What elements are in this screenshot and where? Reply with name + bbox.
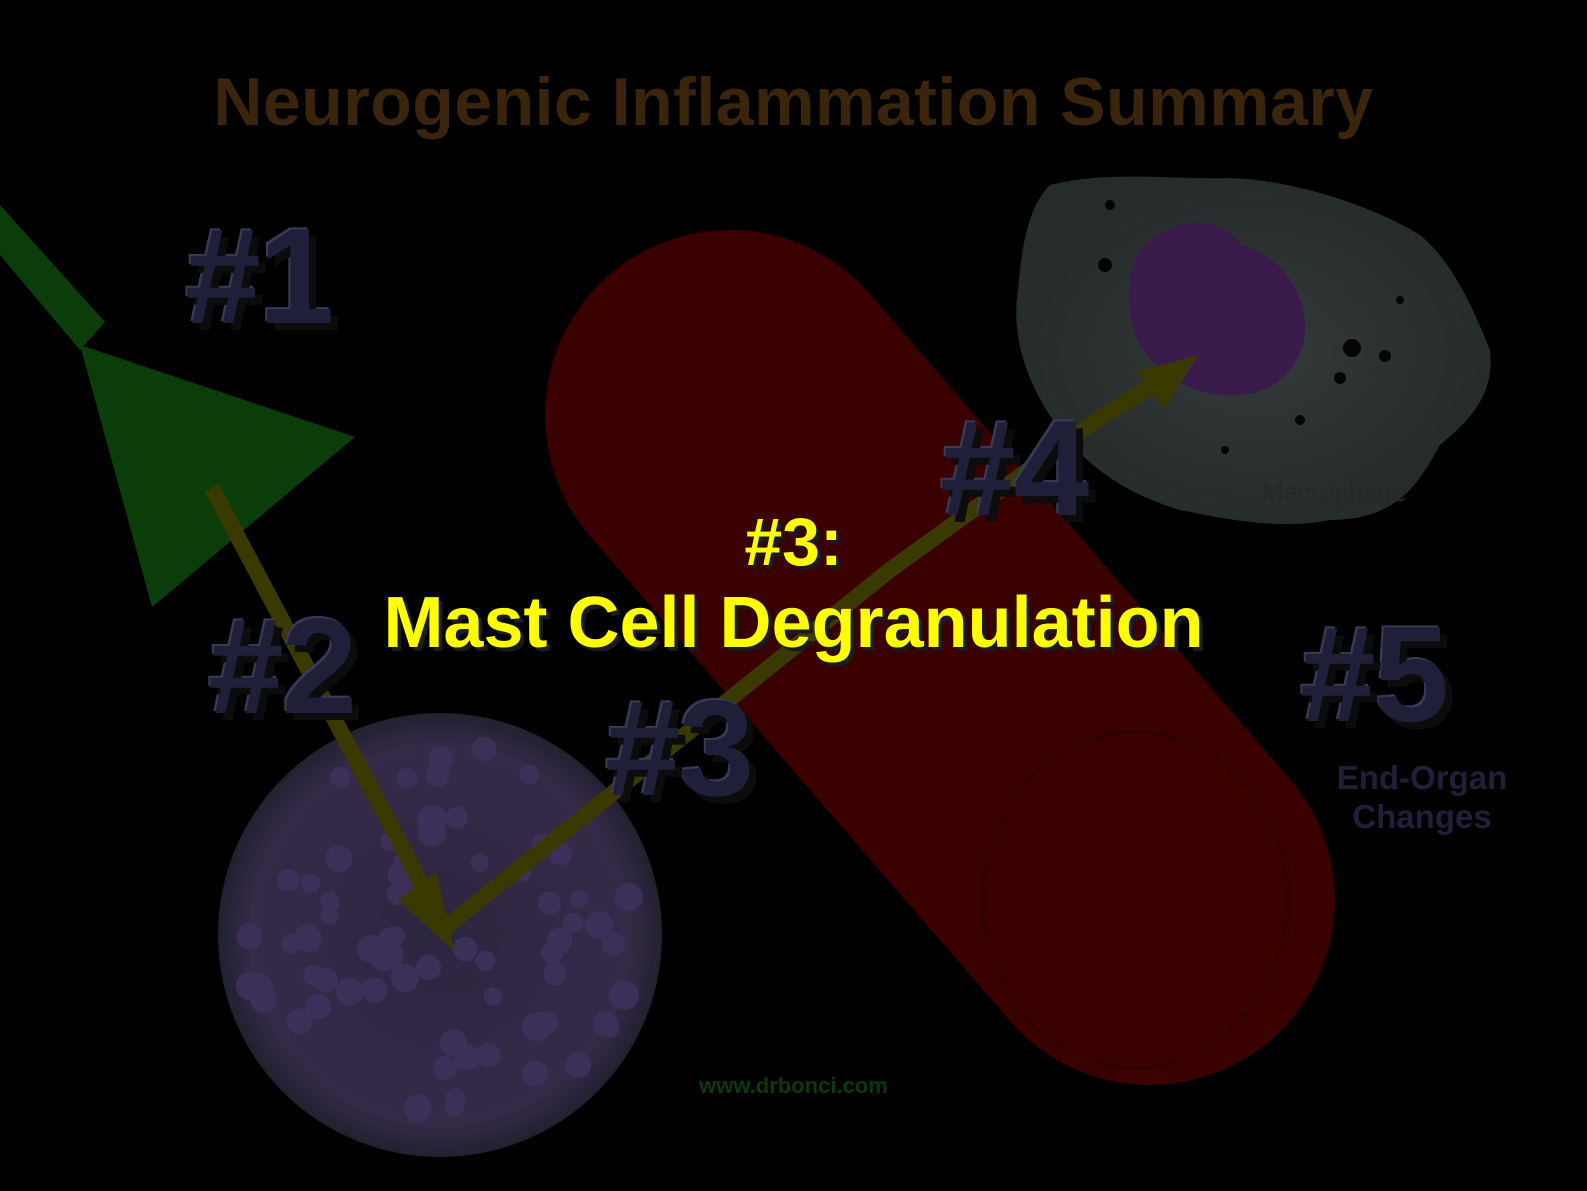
mast-cell-granule <box>300 873 321 894</box>
mast-cell-granule <box>602 932 626 956</box>
mast-cell-granule <box>361 977 388 1003</box>
vessel-body <box>545 230 1335 1085</box>
mast-cell-granule <box>286 1008 313 1035</box>
mast-cell-granule <box>475 950 496 972</box>
macrophage-nucleus <box>1128 223 1306 396</box>
mast-cell-granule <box>428 746 453 771</box>
neuron-axon <box>0 205 105 350</box>
mast-cell-granule <box>476 1042 501 1068</box>
step-4-label: #4 <box>940 392 1089 544</box>
macrophage <box>1016 176 1491 525</box>
mast-cell-granule <box>320 891 340 912</box>
mast-cell-granule <box>276 869 300 892</box>
mast-cell-granule <box>403 1094 432 1123</box>
mast-cell-granule <box>416 954 442 981</box>
macrophage-label: Macrophage <box>1262 477 1407 507</box>
mast-cell-granule <box>614 882 643 912</box>
footer-url: www.drbonci.com <box>699 1073 888 1098</box>
mast-cell-granule <box>417 804 447 834</box>
mast-cell-granule <box>236 923 263 950</box>
mast-cell-granule <box>521 1060 549 1088</box>
neuron-terminal <box>80 345 355 607</box>
mast-cell-granule <box>470 854 489 873</box>
mast-cell-granule <box>547 927 573 953</box>
signal-arrow <box>204 355 1198 952</box>
highlight-title: Mast Cell Degranulation <box>383 583 1204 663</box>
end-organ-line-1: End-Organ <box>1336 759 1508 796</box>
step-2-label: #2 <box>208 590 357 742</box>
mast-cell-granule <box>293 924 322 953</box>
mast-cell-granule <box>335 978 364 1006</box>
mast-cell-granule <box>330 766 351 788</box>
mast-cell-granule <box>390 963 420 993</box>
blood-vessel <box>545 230 1335 1085</box>
mast-cell-granule <box>433 1056 457 1081</box>
mast-cell-granule <box>569 889 588 909</box>
mast-cell-granule <box>562 912 584 934</box>
mast-cell-granule <box>472 736 497 762</box>
vessel-lumen <box>982 731 1288 1069</box>
mast-cell-granule <box>535 1011 559 1034</box>
mast-cell-granule <box>484 987 502 1006</box>
neuron <box>0 205 355 607</box>
mast-cell-granule <box>592 915 612 936</box>
mast-cell-granule <box>320 906 339 925</box>
mast-cell-granule <box>374 940 404 970</box>
step-3-label: #3 <box>605 672 754 824</box>
mast-cell-granules <box>235 736 643 1123</box>
mast-cell-granule <box>325 845 353 873</box>
mast-cell-granule <box>519 764 540 785</box>
step-5-label: #5 <box>1300 598 1449 750</box>
end-organ-line-2: Changes <box>1352 798 1492 835</box>
mast-cell-granule <box>537 891 562 915</box>
mast-cell-granule <box>453 937 478 962</box>
mast-cell-granule <box>598 1016 620 1038</box>
mast-cell-granule <box>445 806 469 829</box>
highlight-step: #3: <box>744 504 843 580</box>
mast-cell-granule <box>250 986 277 1013</box>
signal-arrow-head-up <box>1135 355 1198 408</box>
slide-title: Neurogenic Inflammation Summary <box>213 64 1374 140</box>
signal-arrow-path <box>204 371 1170 941</box>
end-organ-caption: End-Organ Changes <box>1322 758 1522 836</box>
mast-cell-granule <box>444 1097 465 1117</box>
step-1-label: #1 <box>185 200 334 352</box>
macrophage-vacuoles <box>1098 200 1404 454</box>
mast-cell-granule <box>396 767 418 790</box>
mast-cell-granule <box>543 962 567 986</box>
mast-cell-granule <box>305 993 332 1020</box>
mast-cell-granule <box>313 968 339 993</box>
mast-cell-granule <box>439 1029 468 1057</box>
signal-arrow-head-down <box>398 872 455 952</box>
mast-cell-granule <box>609 980 640 1010</box>
highlight-caption: #3: Mast Cell Degranulation <box>0 502 1587 664</box>
mast-cell-granule <box>565 1052 591 1078</box>
